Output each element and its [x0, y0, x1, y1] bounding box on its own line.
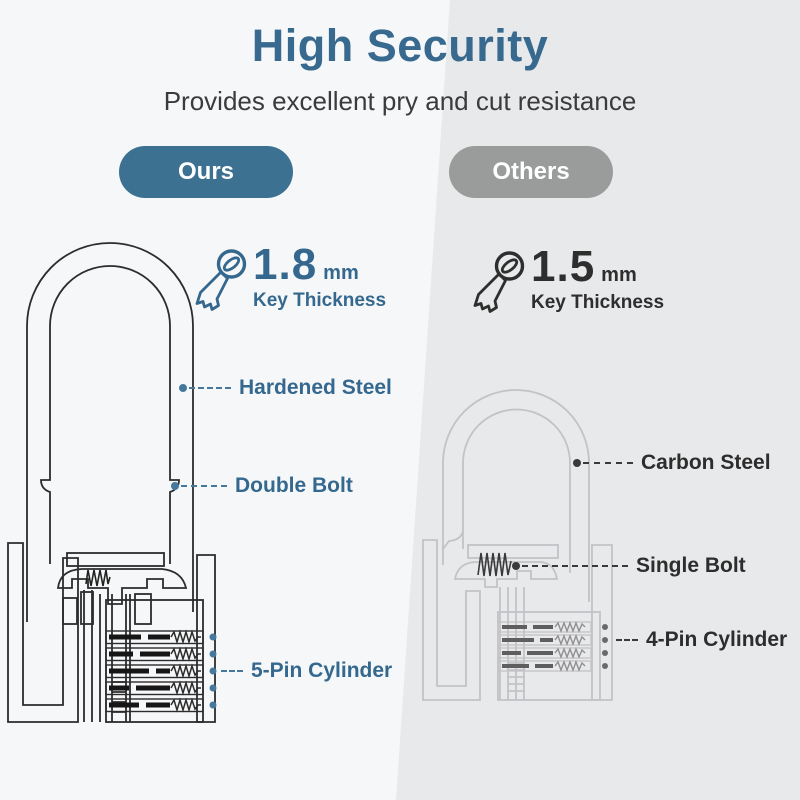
key-thickness-value: 1.5	[531, 242, 596, 291]
leader-dash-line	[181, 485, 227, 487]
page-subtitle: Provides excellent pry and cut resistanc…	[163, 86, 637, 116]
annotation-label: Carbon Steel	[641, 451, 771, 474]
annotation-single-bolt: Single Bolt	[512, 553, 746, 579]
key-thickness-unit: mm	[601, 264, 637, 286]
badge-others-label: Others	[492, 158, 570, 185]
pin-rows	[105, 629, 217, 713]
leader-dash-line	[583, 462, 633, 464]
key-icon	[195, 249, 247, 311]
annotation-carbon-steel: Carbon Steel	[573, 450, 771, 476]
key-icon	[473, 251, 525, 313]
key-thickness-others: 1.5 mm Key Thickness	[471, 245, 664, 317]
pin-indicator-dots	[602, 624, 608, 669]
annotation-label: Double Bolt	[235, 474, 353, 497]
annotation-double-bolt: Double Bolt	[171, 473, 353, 499]
badge-others: Others	[449, 146, 613, 198]
leader-dash-line	[616, 639, 638, 641]
annotation-4-pin-cylinder: 4-Pin Cylinder	[614, 627, 787, 653]
leader-dot	[171, 482, 179, 490]
leader-dot	[512, 562, 520, 570]
page-title: High Security	[251, 20, 549, 71]
key-thickness-ours: 1.8 mm Key Thickness	[193, 243, 386, 315]
pin-rows	[497, 621, 608, 672]
annotation-label: Hardened Steel	[239, 376, 392, 399]
key-thickness-label: Key Thickness	[531, 292, 665, 313]
badge-ours-label: Ours	[177, 158, 234, 185]
leader-dash-line	[522, 565, 628, 567]
badge-ours: Ours	[119, 146, 293, 198]
padlock-cutaway-ours	[7, 242, 217, 723]
annotation-label: Single Bolt	[636, 554, 746, 577]
annotation-label: 4-Pin Cylinder	[646, 628, 788, 651]
annotation-5-pin-cylinder: 5-Pin Cylinder	[219, 658, 392, 684]
annotation-hardened-steel: Hardened Steel	[179, 375, 392, 401]
leader-dot	[179, 384, 187, 392]
annotation-label: 5-Pin Cylinder	[251, 659, 393, 682]
leader-dash-line	[189, 387, 231, 389]
key-thickness-unit: mm	[323, 262, 359, 284]
leader-dash-line	[221, 670, 243, 672]
key-thickness-value: 1.8	[253, 240, 318, 289]
leader-dot	[573, 459, 581, 467]
key-thickness-label: Key Thickness	[253, 290, 387, 311]
padlock-cutaway-others	[422, 389, 613, 701]
pin-indicator-dots	[209, 633, 217, 709]
